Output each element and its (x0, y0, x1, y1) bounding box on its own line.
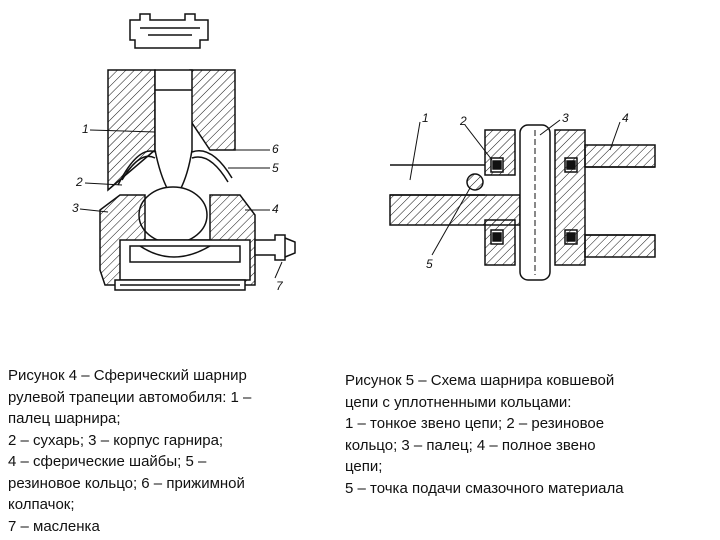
caption-line: резиновое кольцо; 6 – прижимной (8, 474, 245, 492)
fig4-label-1: 1 (82, 122, 89, 136)
figure-5-caption: Рисунок 5 – Схема шарнира ковшевой цепи … (345, 370, 705, 499)
caption-line: 1 – тонкое звено цепи; 2 – резиновое (345, 415, 605, 432)
caption-line: Рисунок 4 – Сферический шарнир (8, 367, 247, 384)
fig4-label-2: 2 (75, 175, 83, 189)
caption-line: 4 – сферические шайбы; 5 – (8, 453, 207, 470)
caption-line: колпачок; (8, 496, 75, 513)
fig4-label-5: 5 (272, 161, 279, 175)
fig5-label-3: 3 (562, 111, 569, 125)
caption-line: Рисунок 5 – Схема шарнира ковшевой (345, 372, 615, 389)
fig4-label-3: 3 (72, 201, 79, 215)
caption-line: кольцо; 3 – палец; 4 – полное звено (345, 436, 596, 454)
caption-line: 7 – масленка (8, 517, 100, 535)
caption-line: цепи с уплотненными кольцами: (345, 393, 572, 411)
fig4-label-6: 6 (272, 142, 279, 156)
fig4-label-4: 4 (272, 202, 279, 216)
figure-4-drawing: 1 2 3 6 5 4 7 (72, 13, 296, 293)
fig5-label-4: 4 (622, 111, 629, 125)
caption-line: цепи; (345, 458, 383, 475)
fig5-label-2: 2 (459, 114, 467, 128)
fig5-label-1: 1 (422, 111, 429, 125)
caption-line: рулевой трапеции автомобиля: 1 – (8, 388, 252, 406)
fig4-label-7: 7 (276, 279, 284, 293)
figure-4-caption: Рисунок 4 – Сферический шарнир рулевой т… (8, 365, 308, 537)
caption-line: 5 – точка подачи смазочного материала (345, 479, 624, 497)
caption-line: палец шарнира; (8, 410, 121, 427)
caption-line: 2 – сухарь; 3 – корпус гарнира; (8, 431, 224, 449)
figure-5-drawing: 1 2 3 4 5 (389, 111, 656, 281)
fig5-label-5: 5 (426, 257, 433, 271)
